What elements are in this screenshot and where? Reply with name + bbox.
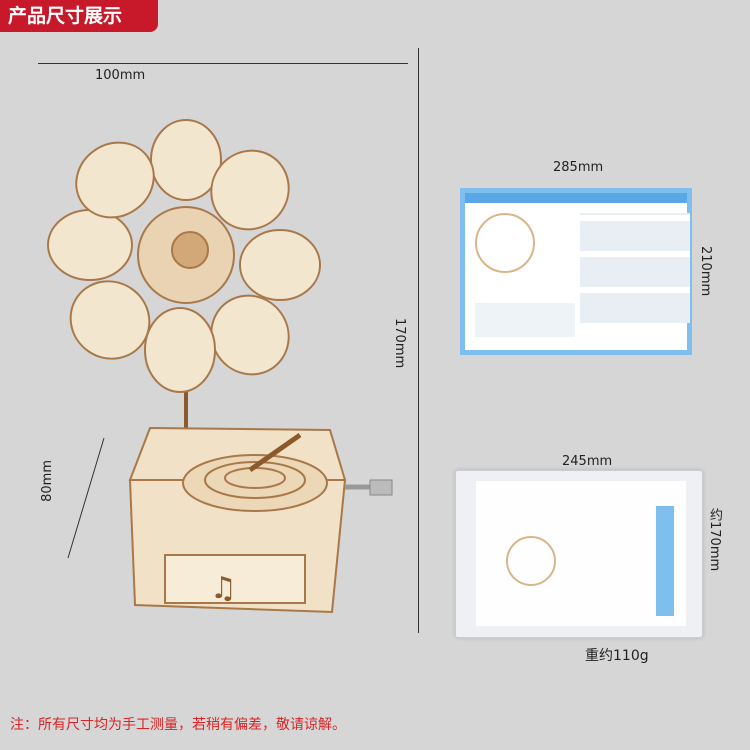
width-dimension-label: 100mm <box>95 68 146 83</box>
height-dimension-label: 170mm <box>392 318 407 369</box>
instruction-manual <box>460 188 692 355</box>
music-box: ♫ <box>128 426 347 614</box>
height-dimension-line <box>418 48 419 633</box>
bag-width-label: 245mm <box>562 454 613 469</box>
package-bag <box>455 470 703 638</box>
manual-width-label: 285mm <box>553 160 604 175</box>
bag-height-label: 约170mm <box>707 508 722 572</box>
weight-label: 重约110g <box>585 648 649 664</box>
svg-text:♫: ♫ <box>210 571 237 606</box>
manual-height-label: 210mm <box>698 246 713 297</box>
flower-horn <box>47 119 321 393</box>
width-dimension-line <box>38 63 408 64</box>
title-badge: 产品尺寸展示 <box>0 0 158 32</box>
measurement-note: 注：所有尺寸均为手工测量，若稍有偏差，敬请谅解。 <box>10 717 346 733</box>
